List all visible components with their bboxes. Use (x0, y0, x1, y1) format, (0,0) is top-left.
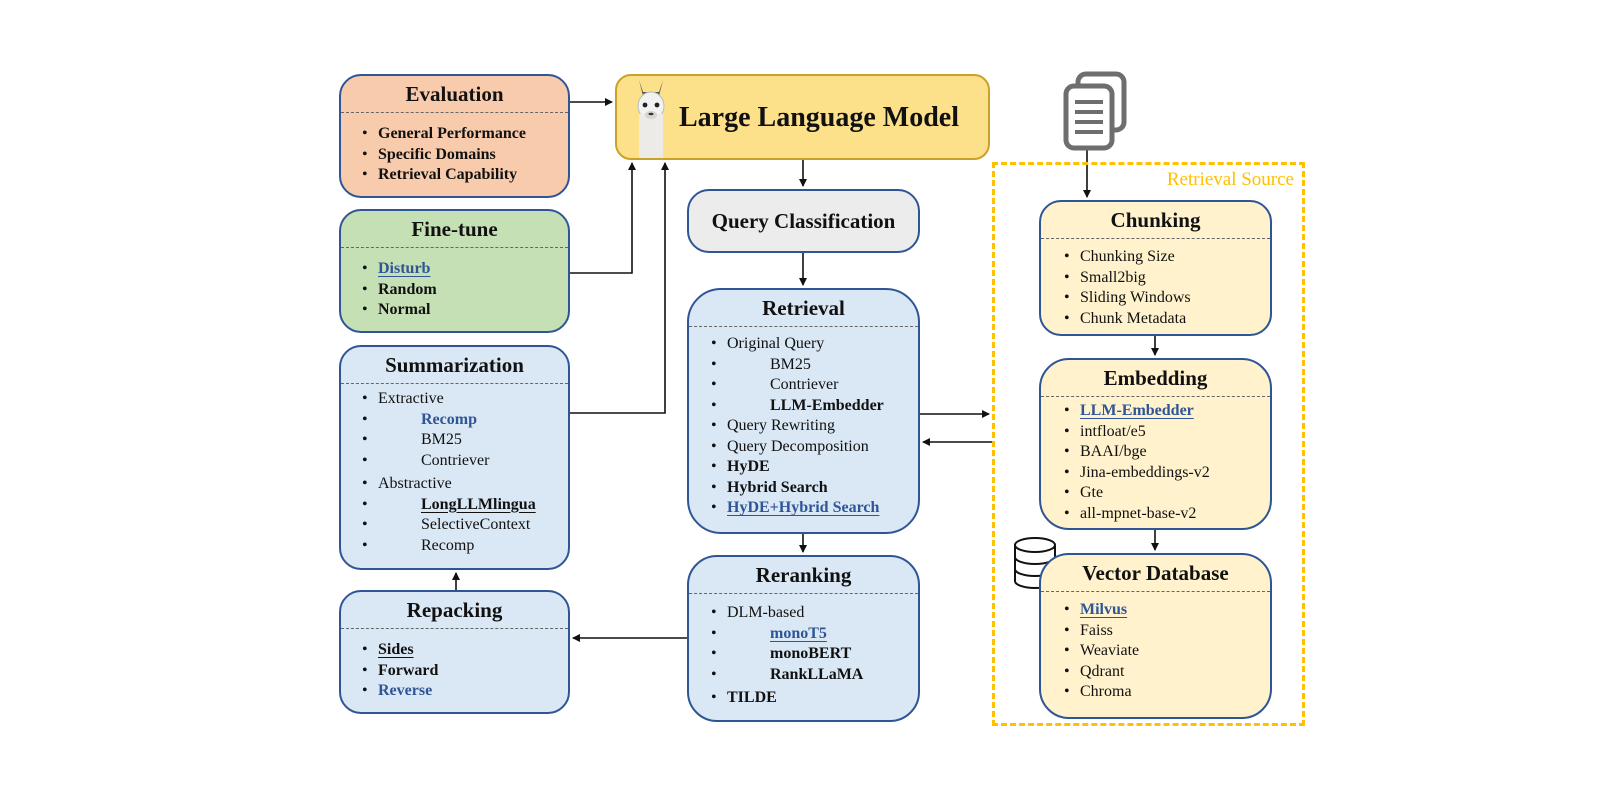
vector-database-box: Vector Database Milvus Faiss Weaviate Qd… (1039, 553, 1272, 719)
list-item: Disturb (362, 259, 568, 280)
list-item: Recomp (362, 536, 568, 557)
list-item: Chunk Metadata (1064, 309, 1270, 330)
list-item: BM25 (362, 430, 568, 451)
list-item: intfloat/e5 (1064, 422, 1270, 443)
list-item: Small2big (1064, 268, 1270, 289)
list-item: BM25 (711, 355, 918, 376)
list-item: HyDE+Hybrid Search (711, 498, 918, 519)
list-item: Sliding Windows (1064, 288, 1270, 309)
retrieval-list: Original Query BM25 Contriever LLM-Embed… (689, 327, 918, 519)
arrow-summarization-to-llm (570, 162, 669, 414)
query-classification-title: Query Classification (711, 209, 896, 233)
evaluation-title: Evaluation (341, 76, 568, 113)
summarization-box: Summarization Extractive Recomp BM25 Con… (339, 345, 570, 570)
list-item: Original Query (711, 334, 918, 355)
chunking-box: Chunking Chunking Size Small2big Sliding… (1039, 200, 1272, 336)
vector-database-title: Vector Database (1041, 555, 1270, 592)
list-item: Contriever (711, 375, 918, 396)
repacking-title: Repacking (341, 592, 568, 629)
list-item: Query Decomposition (711, 437, 918, 458)
list-item: Qdrant (1064, 662, 1270, 683)
evaluation-box: Evaluation General Performance Specific … (339, 74, 570, 198)
list-item: Sides (362, 640, 568, 661)
summarization-title: Summarization (341, 347, 568, 384)
list-item: General Performance (362, 124, 568, 145)
list-item: Abstractive (362, 474, 568, 495)
list-item: SelectiveContext (362, 515, 568, 536)
evaluation-list: General Performance Specific Domains Ret… (341, 113, 568, 186)
documents-icon (1063, 71, 1127, 151)
list-item: BAAI/bge (1064, 442, 1270, 463)
list-item: Extractive (362, 389, 568, 410)
list-item: Gte (1064, 483, 1270, 504)
repacking-list: Sides Forward Reverse (341, 629, 568, 702)
embedding-title: Embedding (1041, 360, 1270, 397)
list-item: Forward (362, 661, 568, 682)
list-item: RankLLaMA (711, 665, 918, 686)
list-item: LLM-Embedder (711, 396, 918, 417)
list-item: Specific Domains (362, 145, 568, 166)
list-item: LongLLMlingua (362, 495, 568, 516)
repacking-box: Repacking Sides Forward Reverse (339, 590, 570, 714)
finetune-box: Fine-tune Disturb Random Normal (339, 209, 570, 333)
embedding-list: LLM-Embedder intfloat/e5 BAAI/bge Jina-e… (1041, 397, 1270, 524)
chunking-title: Chunking (1041, 202, 1270, 239)
list-item: Query Rewriting (711, 416, 918, 437)
finetune-list: Disturb Random Normal (341, 248, 568, 321)
list-item: HyDE (711, 457, 918, 478)
list-item: all-mpnet-base-v2 (1064, 504, 1270, 525)
summarization-list: Extractive Recomp BM25 Contriever Abstra… (341, 384, 568, 556)
reranking-list: DLM-based monoT5 monoBERT RankLLaMA TILD… (689, 594, 918, 709)
llm-title: Large Language Model (679, 102, 959, 133)
retrieval-title: Retrieval (689, 290, 918, 327)
list-item: Hybrid Search (711, 478, 918, 499)
retrieval-source-region: Retrieval Source (992, 162, 1305, 726)
reranking-box: Reranking DLM-based monoT5 monoBERT Rank… (687, 555, 920, 722)
list-item: DLM-based (711, 603, 918, 624)
retrieval-box: Retrieval Original Query BM25 Contriever… (687, 288, 920, 534)
list-item: Normal (362, 300, 568, 321)
list-item: Random (362, 280, 568, 301)
llama-icon (637, 80, 665, 158)
retrieval-source-label: Retrieval Source (1166, 169, 1294, 190)
list-item: Milvus (1064, 600, 1270, 621)
llm-box: Large Language Model (615, 74, 990, 160)
list-item: Weaviate (1064, 641, 1270, 662)
list-item: Reverse (362, 681, 568, 702)
list-item: Contriever (362, 451, 568, 472)
query-classification-box: Query Classification (687, 189, 920, 253)
list-item: Faiss (1064, 621, 1270, 642)
vector-database-list: Milvus Faiss Weaviate Qdrant Chroma (1041, 592, 1270, 703)
list-item: Retrieval Capability (362, 165, 568, 186)
list-item: Chroma (1064, 682, 1270, 703)
arrow-finetune-to-llm (570, 162, 636, 274)
list-item: LLM-Embedder (1064, 401, 1270, 422)
list-item: Recomp (362, 410, 568, 431)
list-item: Chunking Size (1064, 247, 1270, 268)
finetune-title: Fine-tune (341, 211, 568, 248)
list-item: TILDE (711, 688, 918, 709)
reranking-title: Reranking (689, 557, 918, 594)
list-item: monoBERT (711, 644, 918, 665)
chunking-list: Chunking Size Small2big Sliding Windows … (1041, 239, 1270, 329)
list-item: monoT5 (711, 624, 918, 645)
embedding-box: Embedding LLM-Embedder intfloat/e5 BAAI/… (1039, 358, 1272, 530)
list-item: Jina-embeddings-v2 (1064, 463, 1270, 484)
